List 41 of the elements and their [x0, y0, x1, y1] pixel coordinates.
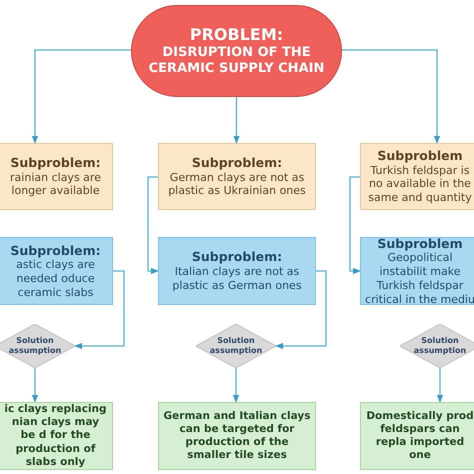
connector-arrow: [436, 368, 444, 403]
problem-text: DISRUPTION OF THE CERAMIC SUPPLY CHAIN: [148, 44, 326, 78]
problem-heading: PROBLEM:: [188, 24, 284, 45]
connector-arrow: [32, 49, 131, 144]
subproblem-heading: Subproblem:: [190, 154, 284, 171]
diamond-label: Solution assumption: [8, 336, 62, 356]
decision-diamond: [400, 324, 474, 368]
diamond-label: Solution assumption: [412, 336, 468, 356]
solution-text: ic clays replacing nian clays may be d for the production of slabs only: [3, 403, 108, 469]
subproblem-box: [360, 237, 474, 305]
connector-arrow: [74, 270, 125, 350]
subproblem-heading: Subproblem: [376, 236, 464, 252]
subproblem-box: [158, 143, 316, 210]
subproblem-text: German clays are not as plastic as Ukrainian ones: [167, 170, 307, 198]
decision-diamond: [196, 324, 276, 368]
subproblem-heading: Subproblem:: [9, 154, 102, 171]
connector-arrow: [233, 97, 240, 144]
subproblem-box: [360, 143, 474, 210]
subproblem-heading: Subproblem:: [9, 242, 102, 258]
subproblem-box: [0, 237, 113, 305]
subproblem-box: [0, 143, 113, 210]
decision-diamond: [0, 324, 75, 368]
subproblem-text: astic clays are needed oduce ceramic slabs: [15, 258, 96, 300]
solution-text: German and Italian clays can be targeted for production of the smaller tile sizes: [162, 410, 312, 462]
connector-arrow: [275, 270, 327, 350]
connector-arrow: [342, 49, 440, 144]
subproblem-text: Turkish feldspar is no available in the same and quantity: [367, 164, 473, 205]
connector-arrow: [349, 176, 361, 274]
solution-text: Domestically prod feldspars can repla imported one: [365, 410, 474, 462]
subproblem-heading: Subproblem: [376, 148, 464, 164]
connector-arrow: [147, 176, 159, 274]
connector-arrow: [232, 368, 240, 403]
subproblem-box: [158, 237, 316, 305]
connector-arrow: [32, 368, 38, 403]
subproblem-text: rainian clays are longer available: [9, 170, 102, 198]
solution-box: [360, 402, 474, 470]
subproblem-text: Geopolitical instabilit make Turkish feldspar critical in the mediu: [364, 251, 474, 306]
subproblem-text: Italian clays are not as plastic as German ones: [171, 265, 303, 293]
solution-box: [158, 402, 316, 470]
diamond-label: Solution assumption: [208, 336, 264, 356]
subproblem-heading: Subproblem:: [190, 249, 284, 266]
